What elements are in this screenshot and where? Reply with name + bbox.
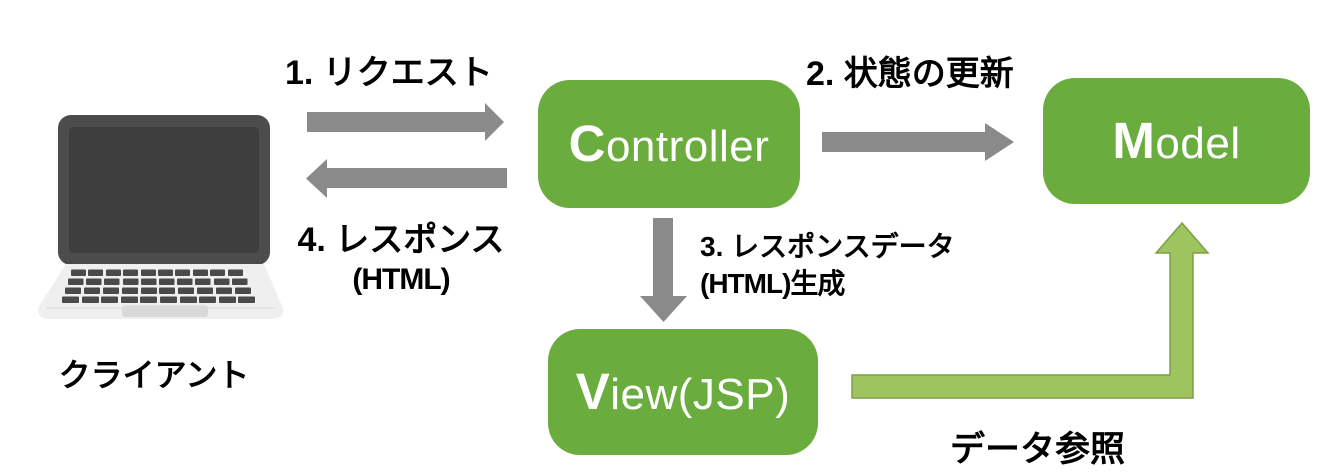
laptop-keyboard [62,269,255,303]
laptop-screen-display [69,127,259,253]
data-reference-arrow [851,221,1210,399]
render-view-arrow [640,218,687,322]
state-update-arrow [822,123,1014,161]
state-update-label: 2. 状態の更新 [806,55,1014,93]
response-label-line1: 4. レスポンス [297,221,505,259]
response-data-label: 3. レスポンスデータ (HTML)生成 [700,228,955,302]
view-rest-text: iew(JSP) [610,370,791,420]
laptop-icon [38,115,283,319]
controller-rest-text: ontroller [605,122,770,172]
view-lead-letter: V [575,363,611,421]
controller-box: Controller [538,80,800,208]
response-arrow [306,159,507,198]
controller-lead-letter: C [568,115,606,173]
model-label: Model [1112,115,1240,166]
view-label: View(JSP) [576,366,791,417]
request-arrow [307,103,504,141]
model-box: Model [1043,78,1310,204]
controller-label: Controller [569,118,770,169]
response-label-line2: (HTML) [352,263,450,296]
response-label: 4. レスポンス (HTML) [283,219,519,299]
data-reference-label: データ参照 [950,430,1126,469]
view-box: View(JSP) [548,329,818,455]
response-data-label-line2: (HTML)生成 [700,268,845,299]
model-lead-letter: M [1112,112,1156,170]
model-rest-text: odel [1155,119,1241,169]
response-data-label-line1: 3. レスポンスデータ [700,231,955,262]
client-label: クライアント [58,357,250,393]
request-label: 1. リクエスト [285,54,493,92]
laptop-trackpad [122,305,208,317]
